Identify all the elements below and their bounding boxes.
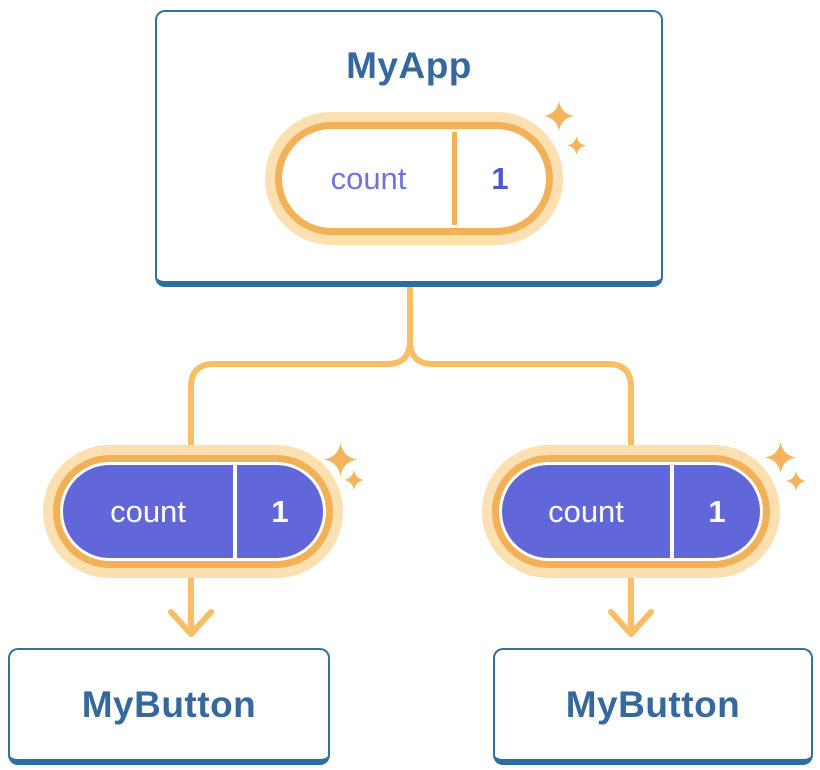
state-pill-root: count 1 bbox=[265, 112, 563, 245]
component-card-mybutton-right: MyButton bbox=[493, 648, 813, 765]
connector-root-to-left-child bbox=[188, 284, 413, 473]
sparkle-star bbox=[765, 442, 796, 473]
prop-pill-ring: count 1 bbox=[492, 455, 770, 568]
sparkle-icon bbox=[344, 470, 364, 490]
pill-divider bbox=[670, 465, 674, 558]
state-pill-ring: count 1 bbox=[275, 122, 553, 235]
state-pill-body: count 1 bbox=[285, 132, 543, 225]
state-value: 1 bbox=[491, 160, 509, 196]
prop-pill-body: count 1 bbox=[63, 465, 323, 558]
component-title: MyButton bbox=[565, 683, 741, 725]
sparkle-star bbox=[344, 470, 364, 490]
component-card-mybutton-left: MyButton bbox=[8, 648, 330, 765]
sparkle-star bbox=[544, 101, 574, 131]
prop-pill-left-child: count 1 bbox=[43, 445, 343, 578]
arrow-right-down-icon bbox=[608, 569, 654, 637]
sparkle-icon bbox=[567, 136, 586, 155]
prop-pill-body: count 1 bbox=[502, 465, 760, 558]
connector-root-to-right-child bbox=[407, 284, 634, 473]
prop-pill-right-child: count 1 bbox=[482, 445, 780, 578]
prop-name: count bbox=[548, 493, 624, 529]
component-title: MyApp bbox=[346, 45, 472, 86]
prop-pill-ring: count 1 bbox=[53, 455, 333, 568]
arrow-left-down-icon bbox=[168, 569, 214, 637]
sparkle-icon bbox=[765, 442, 796, 473]
prop-value: 1 bbox=[271, 493, 289, 529]
prop-value: 1 bbox=[708, 493, 726, 529]
sparkle-icon bbox=[544, 101, 574, 131]
component-title: MyButton bbox=[81, 683, 257, 725]
sparkle-icon bbox=[786, 471, 806, 491]
pill-divider bbox=[452, 132, 457, 225]
state-name: count bbox=[330, 160, 407, 196]
sparkle-star bbox=[786, 471, 806, 491]
sparkle-star bbox=[567, 136, 586, 155]
pill-divider bbox=[233, 465, 237, 558]
prop-name: count bbox=[110, 493, 186, 529]
